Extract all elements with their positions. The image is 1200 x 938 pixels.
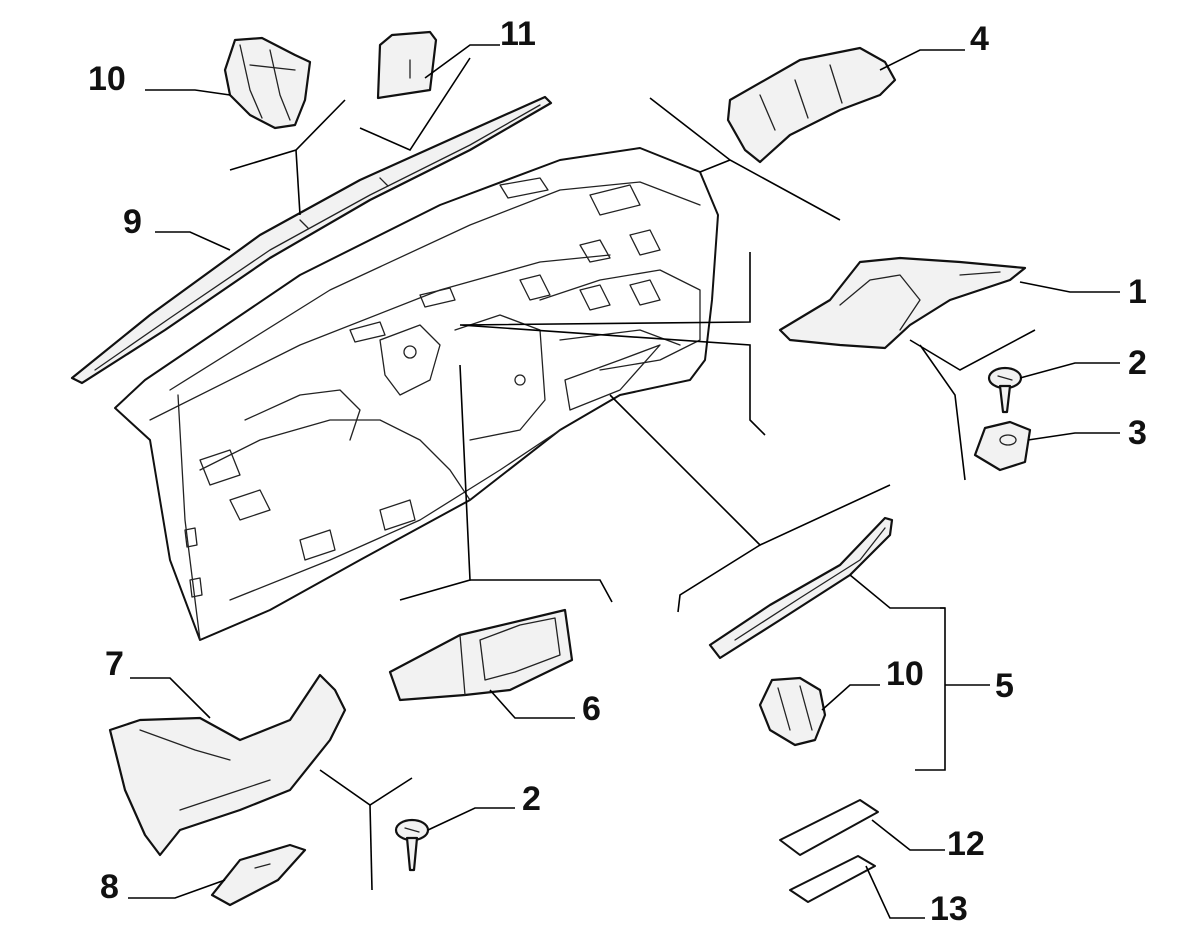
part-1-end-panel: [778, 256, 1027, 350]
callout-2-bottom: 2: [522, 780, 541, 818]
part-4-vent-cover: [726, 46, 897, 164]
callout-2-top: 2: [1128, 344, 1147, 382]
part-5-lower-trim-strip: [708, 516, 894, 660]
callout-10-mid: 10: [886, 655, 924, 693]
callout-3: 3: [1128, 414, 1147, 452]
callout-10-top: 10: [88, 60, 126, 98]
callout-9: 9: [123, 203, 142, 241]
callout-7: 7: [105, 645, 124, 683]
part-11-tab: [376, 30, 438, 100]
part-10-clip-top: [223, 36, 312, 130]
callout-13: 13: [930, 890, 968, 928]
callout-5: 5: [995, 667, 1014, 705]
leader-lines: [128, 44, 1120, 919]
part-10-clip-mid: [758, 676, 827, 747]
part-12-strip: [779, 799, 879, 856]
callout-4: 4: [970, 20, 989, 58]
part-8-cover-plate: [210, 843, 307, 907]
part-2-screw-top: [987, 366, 1023, 414]
part-2-screw-bottom: [394, 818, 430, 872]
part-3-clip-nut: [973, 420, 1032, 472]
part-9-upper-trim-strip: [70, 95, 553, 385]
part-13-strip: [789, 855, 876, 903]
part-6-storage-box: [388, 608, 574, 702]
callout-6: 6: [582, 690, 601, 728]
callout-labels: 1 2 3 4 5 6 7 8 9 10 10 11 2 12 13: [88, 15, 1147, 928]
callout-11: 11: [500, 15, 536, 53]
part-7-lower-console: [108, 673, 347, 857]
callout-1: 1: [1128, 273, 1147, 311]
dashboard-assembly: [114, 147, 719, 641]
callout-12: 12: [947, 825, 985, 863]
callout-8: 8: [100, 868, 119, 906]
